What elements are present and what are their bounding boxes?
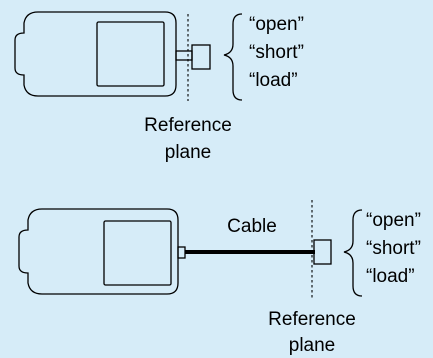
- top-instrument-port: [175, 50, 193, 61]
- bottom-standard-open: “open”: [366, 210, 421, 231]
- bottom-reference-label-line1: Reference: [268, 309, 356, 330]
- top-reference-label-line1: Reference: [144, 115, 232, 136]
- bottom-setup: Cable “open” “short” “load” Reference pl…: [18, 200, 421, 356]
- bottom-standard-load: “load”: [366, 266, 415, 287]
- top-standard-load: “load”: [249, 70, 298, 91]
- bottom-instrument-body: [18, 208, 179, 295]
- top-standard-short: “short”: [249, 42, 304, 63]
- bottom-instrument-screen: [103, 220, 172, 286]
- cable-label: Cable: [227, 216, 277, 237]
- top-reference-label-line2: plane: [165, 142, 212, 163]
- top-standards-brace: [223, 13, 243, 101]
- top-calibration-standard: [191, 44, 211, 70]
- top-instrument-body: [14, 11, 177, 97]
- bottom-standards-brace: [343, 209, 363, 297]
- top-setup: “open” “short” “load” Reference plane: [14, 11, 304, 163]
- bottom-standard-short: “short”: [366, 238, 421, 259]
- bottom-calibration-standard: [313, 239, 332, 265]
- top-standard-open: “open”: [249, 14, 304, 35]
- bottom-reference-label-line2: plane: [289, 335, 336, 356]
- top-instrument-screen: [96, 21, 165, 87]
- bottom-instrument-port: [177, 246, 186, 259]
